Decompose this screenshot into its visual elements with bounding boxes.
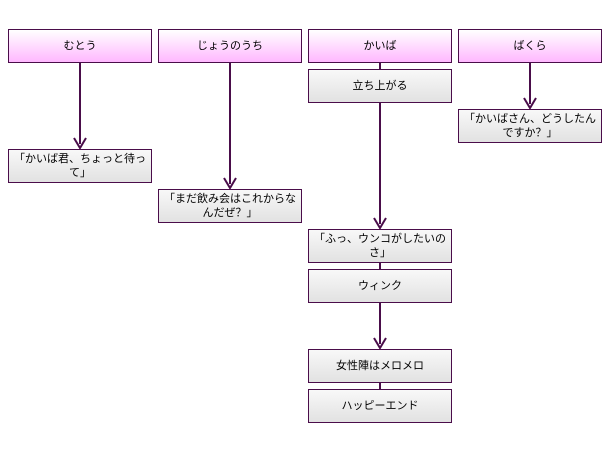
lane-header-jonouchi: じょうのうち (158, 29, 302, 63)
event-kaiba-women: 女性陣はメロメロ (308, 349, 452, 383)
arrowhead-muto (73, 137, 87, 150)
lane-header-muto: むとう (8, 29, 152, 63)
event-text: 「かいばさん、どうしたんですか？」 (464, 112, 596, 139)
connector-muto (79, 62, 81, 144)
arrowhead-kaiba-4 (373, 337, 387, 350)
event-text: 「かいば君、ちょっと待って」 (14, 152, 146, 179)
connector-kaiba-3 (379, 302, 381, 344)
event-kaiba-stand: 立ち上がる (308, 69, 452, 103)
lane-label: ばくら (513, 39, 547, 52)
connector-bakura (529, 62, 531, 104)
event-text: 立ち上がる (352, 79, 408, 92)
lane-header-kaiba: かいば (308, 29, 452, 63)
event-kaiba-wink: ウィンク (308, 269, 452, 303)
arrowhead-kaiba-2 (373, 217, 387, 230)
event-text: ハッピーエンド (341, 399, 419, 412)
event-kaiba-line: 「ふっ、ウンコがしたいのさ」 (308, 229, 452, 263)
event-jonouchi-party: 「まだ飲み会はこれからなんだぜ？」 (158, 189, 302, 223)
event-text: 「ふっ、ウンコがしたいのさ」 (314, 232, 446, 259)
event-bakura-question: 「かいばさん、どうしたんですか？」 (458, 109, 602, 143)
connector-kaiba-head (379, 62, 381, 69)
connector-kaiba-2 (379, 262, 381, 269)
connector-jonouchi (229, 62, 231, 184)
arrowhead-jonouchi (223, 177, 237, 190)
lane-label: むとう (63, 39, 97, 52)
event-kaiba-happy-end: ハッピーエンド (308, 389, 452, 423)
event-text: 「まだ飲み会はこれからなんだぜ？」 (164, 192, 296, 219)
arrowhead-bakura (523, 97, 537, 110)
lane-label: じょうのうち (197, 39, 263, 52)
lane-header-bakura: ばくら (458, 29, 602, 63)
lane-label: かいば (363, 39, 397, 52)
connector-kaiba-4 (379, 382, 381, 389)
connector-kaiba-1 (379, 102, 381, 224)
event-text: ウィンク (358, 279, 402, 292)
event-muto-wait: 「かいば君、ちょっと待って」 (8, 149, 152, 183)
event-text: 女性陣はメロメロ (336, 359, 424, 372)
